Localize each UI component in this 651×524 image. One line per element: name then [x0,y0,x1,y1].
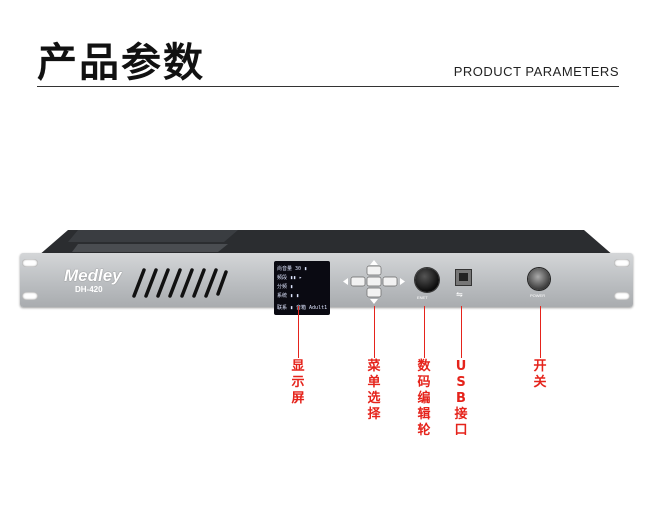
callout-line [540,306,541,358]
rack-ear-hole [22,292,38,300]
menu-navigation-keys[interactable] [343,260,405,304]
lcd-line: 尚音量 30 ▮ [277,266,308,272]
brand-logo: Medley [64,266,122,285]
model-label: DH-420 [75,285,103,294]
rack-ear-hole [614,259,630,267]
lcd-line: 分频 ▮ [277,284,294,290]
rack-ear-hole [614,292,630,300]
callout-line [461,306,462,358]
lcd-display: 尚音量 30 ▮ 频段 ▮▮ ▸ 分频 ▮ 系统 ▮ ▮ 联系 ▮ 音箱 Adu… [274,261,330,315]
knob-label: ENET [417,295,428,300]
callout-usb: USB接口 [454,359,468,438]
rack-ear-hole [22,259,38,267]
digital-encoder-knob[interactable] [415,268,439,292]
usb-port[interactable] [455,269,472,286]
callout-line [298,306,299,358]
callout-encoder: 数码编辑轮 [417,359,431,438]
callout-line [374,306,375,358]
title-divider [37,86,619,87]
callout-power: 开关 [533,359,547,390]
page-title: 产品参数 [37,40,205,86]
vent-slots [132,268,228,298]
power-label: POWER [530,293,546,298]
lcd-line: 联系 ▮ 音箱 Adult1 [277,305,328,311]
device-top-chassis [38,230,614,256]
power-switch[interactable] [528,268,550,290]
lcd-line: 系统 ▮ ▮ [277,293,300,299]
callout-line [424,306,425,358]
usb-icon: ⇋ [456,290,463,299]
callout-menu-keys: 菜单选择 [367,359,381,422]
lcd-line: 频段 ▮▮ ▸ [277,275,303,281]
callout-display: 显示屏 [291,359,305,406]
page-subtitle: PRODUCT PARAMETERS [453,64,619,79]
